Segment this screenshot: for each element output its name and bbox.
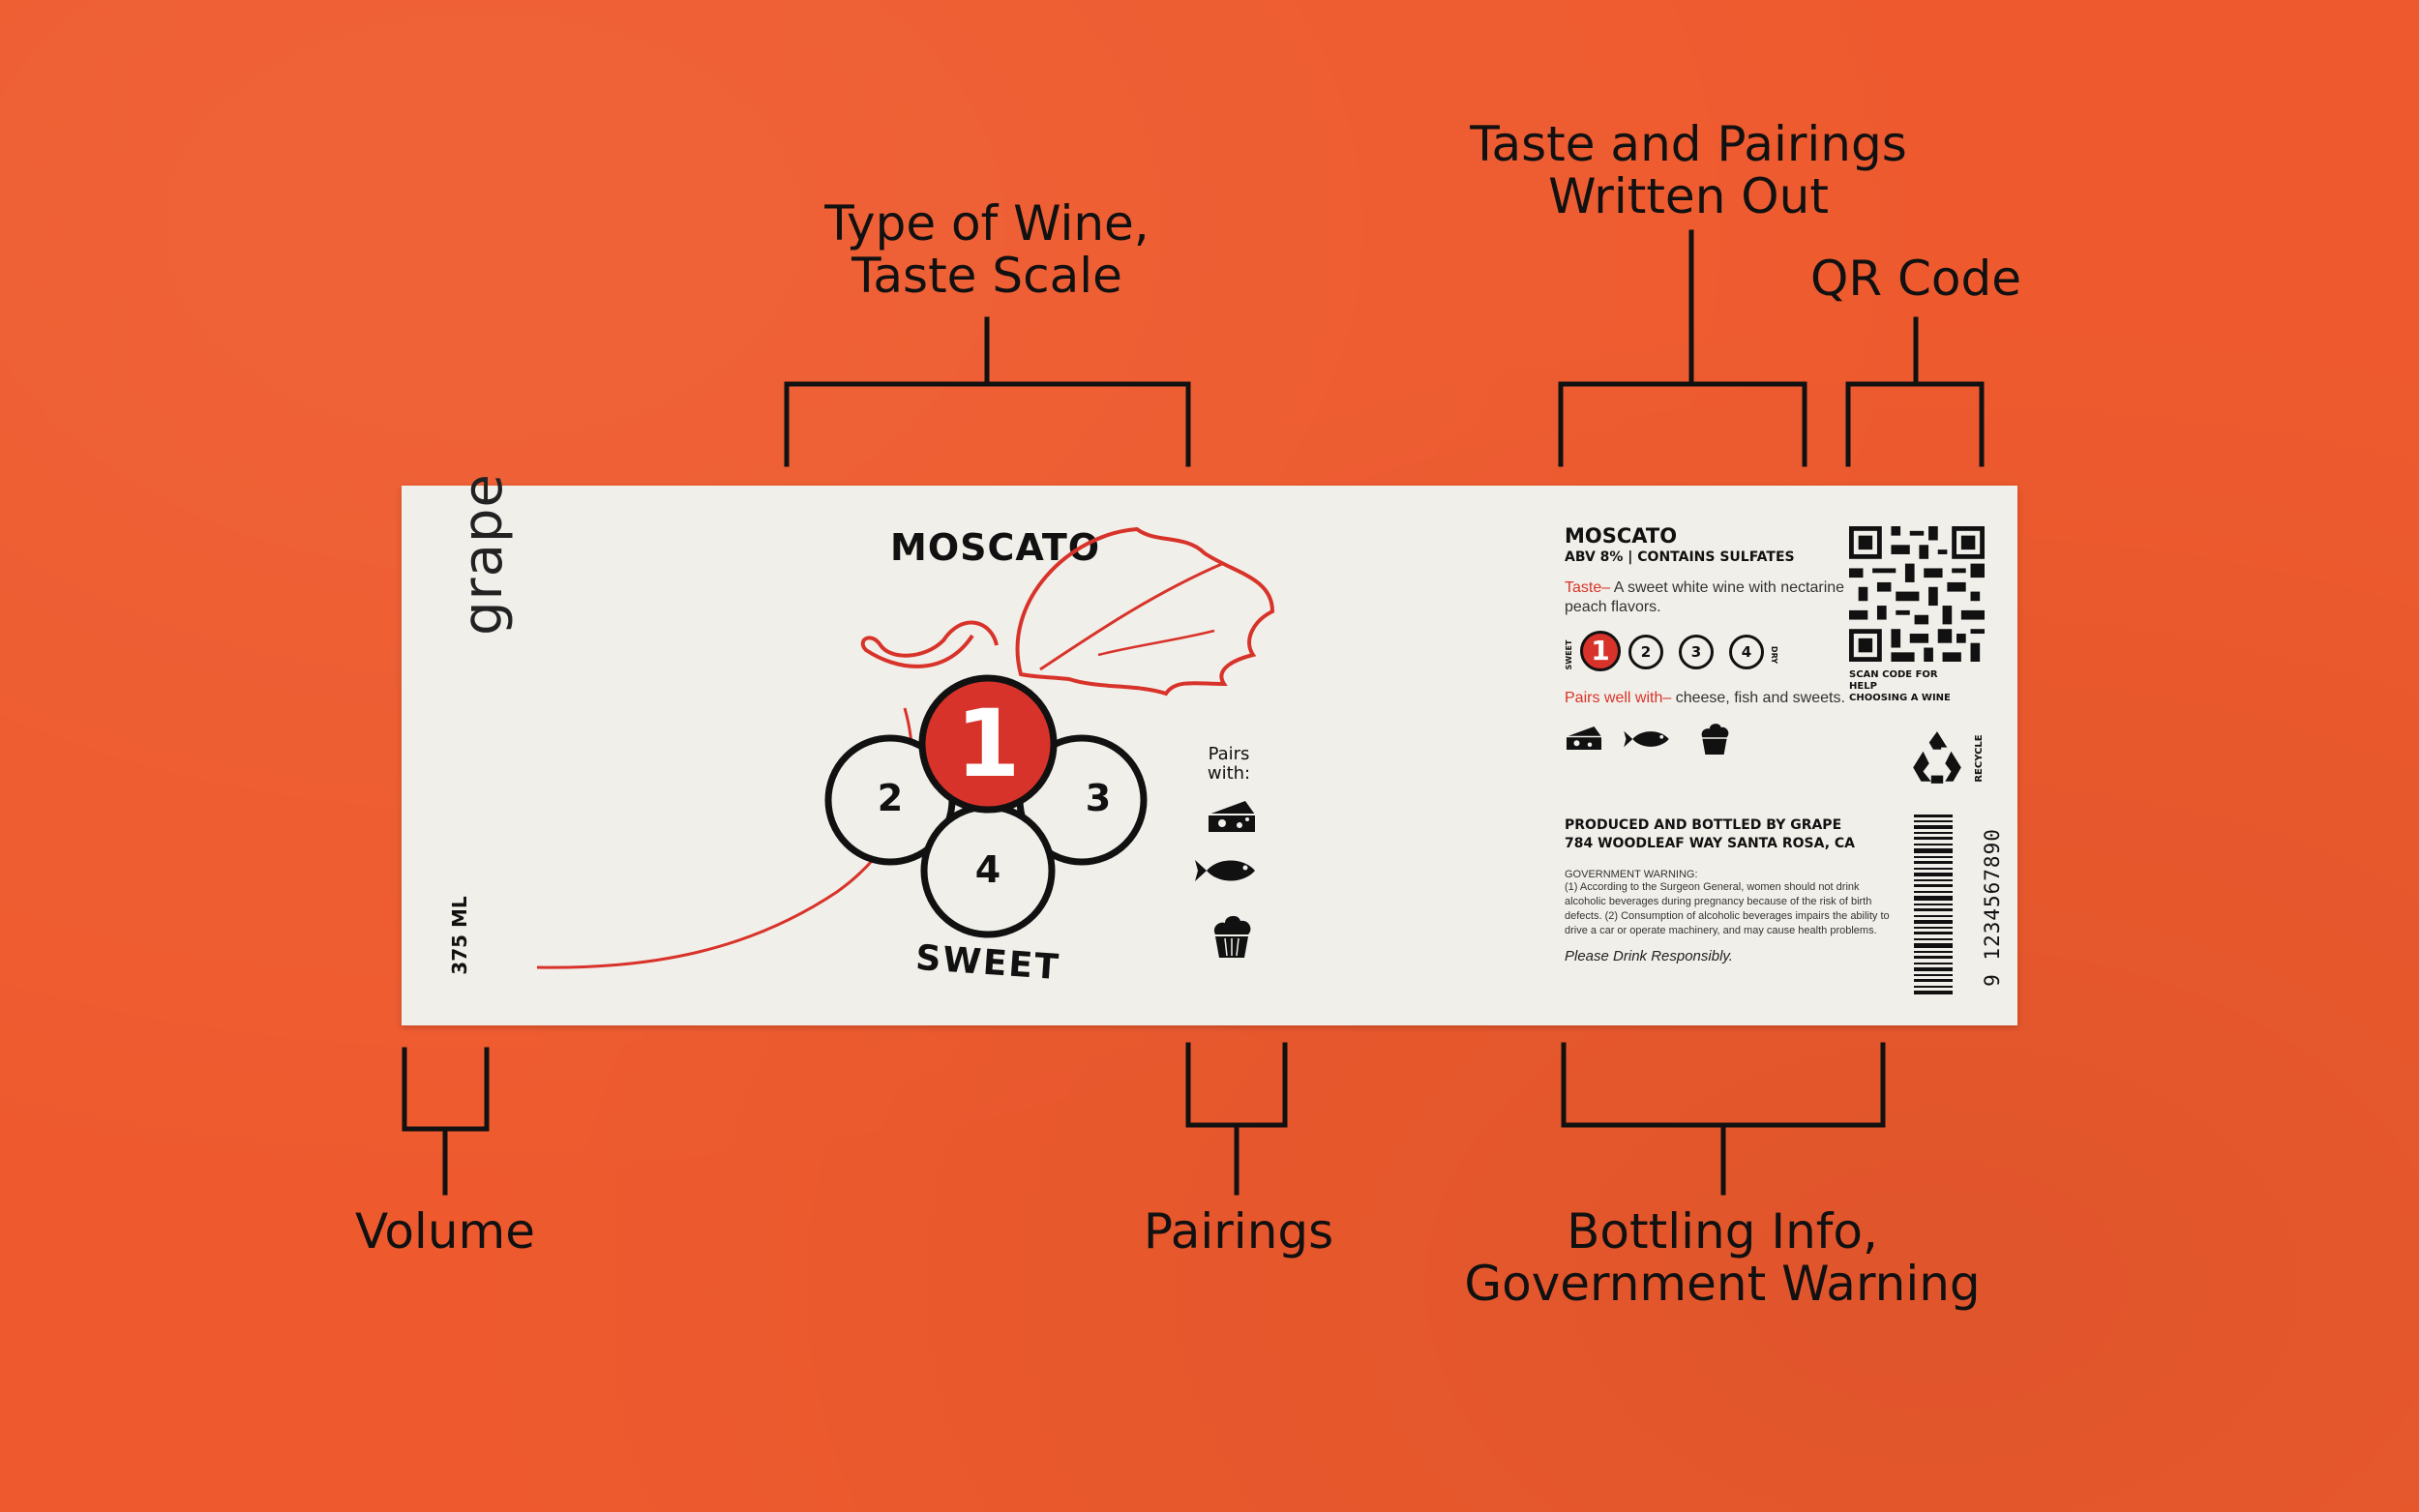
cheese-icon [1209, 801, 1255, 832]
info-column: MOSCATO ABV 8% | CONTAINS SULFATES Taste… [1565, 524, 1894, 760]
info-taste: Taste– A sweet white wine with nectarine… [1565, 579, 1875, 615]
mini-scale-circle-3: 3 [1679, 635, 1714, 669]
government-warning-body: (1) According to the Surgeon General, wo… [1565, 881, 1890, 936]
bottling-info: PRODUCED AND BOTTLED BY GRAPE 784 WOODLE… [1565, 816, 1913, 964]
bracket-type-scale [784, 316, 1191, 467]
recycle-text: RECYCLE [1974, 734, 1985, 783]
grape-leaf-icon [1015, 526, 1275, 697]
mini-scale-right: DRY [1770, 645, 1778, 665]
government-warning-heading: GOVERNMENT WARNING: [1565, 869, 1698, 880]
cheese-icon [1567, 726, 1601, 750]
taste-circle-1 [918, 674, 1058, 814]
cupcake-icon [1701, 724, 1729, 755]
mini-scale-circle-4: 4 [1729, 635, 1764, 669]
taste-number-4: 4 [974, 848, 1001, 891]
taste-number-3: 3 [1085, 777, 1112, 819]
bottling-line-2: 784 WOODLEAF WAY SANTA ROSA, CA [1565, 836, 1856, 851]
bracket-qr [1845, 316, 1985, 467]
pairs-with-text: Pairs with: [1207, 744, 1251, 784]
barcode-number: 9 1234567890 [1981, 828, 2004, 987]
info-abv: ABV 8% | CONTAINS SULFATES [1565, 549, 1795, 565]
taste-number-2: 2 [877, 777, 904, 819]
wine-label: grape 375 ML MOSCATO 1 2 3 4 SWEET Pairs… [402, 473, 2017, 1025]
bracket-volume [402, 1047, 490, 1196]
info-pair-icons [1565, 716, 1894, 760]
drink-responsibly: Please Drink Responsibly. [1565, 948, 1733, 964]
bracket-taste-written [1558, 229, 1807, 467]
vine-tendril [860, 620, 999, 668]
bottling-line-1: PRODUCED AND BOTTLED BY GRAPE [1565, 817, 1842, 833]
mini-taste-scale: SWEET 1 2 3 4 DRY [1565, 627, 1894, 685]
callout-qr: QR Code [1810, 251, 2021, 307]
recycle-icon [1913, 731, 1961, 784]
taste-number-1: 1 [955, 690, 1021, 798]
callout-pairings: Pairings [1143, 1203, 1334, 1260]
callout-volume: Volume [355, 1203, 535, 1260]
bracket-bottling [1561, 1042, 1886, 1196]
callout-type-scale: Type of Wine,Taste Scale [824, 195, 1150, 304]
bracket-pairings [1185, 1042, 1288, 1196]
mini-scale-circle-1: 1 [1580, 631, 1621, 671]
callout-bottling: Bottling Info,Government Warning [1464, 1203, 1981, 1312]
info-pairs: Pairs well with– cheese, fish and sweets… [1565, 690, 1845, 706]
mini-scale-left: SWEET [1565, 639, 1573, 670]
barcode-icon [1914, 815, 1953, 994]
wine-type-title: MOSCATO [890, 526, 1101, 569]
fish-icon [1195, 860, 1255, 881]
cupcake-icon [1213, 915, 1251, 958]
mini-scale-circle-2: 2 [1628, 635, 1663, 669]
grape-illustration [536, 526, 1275, 969]
fish-icon [1624, 730, 1669, 748]
info-title: MOSCATO [1565, 524, 1678, 548]
qr-code-icon [1849, 526, 1985, 662]
